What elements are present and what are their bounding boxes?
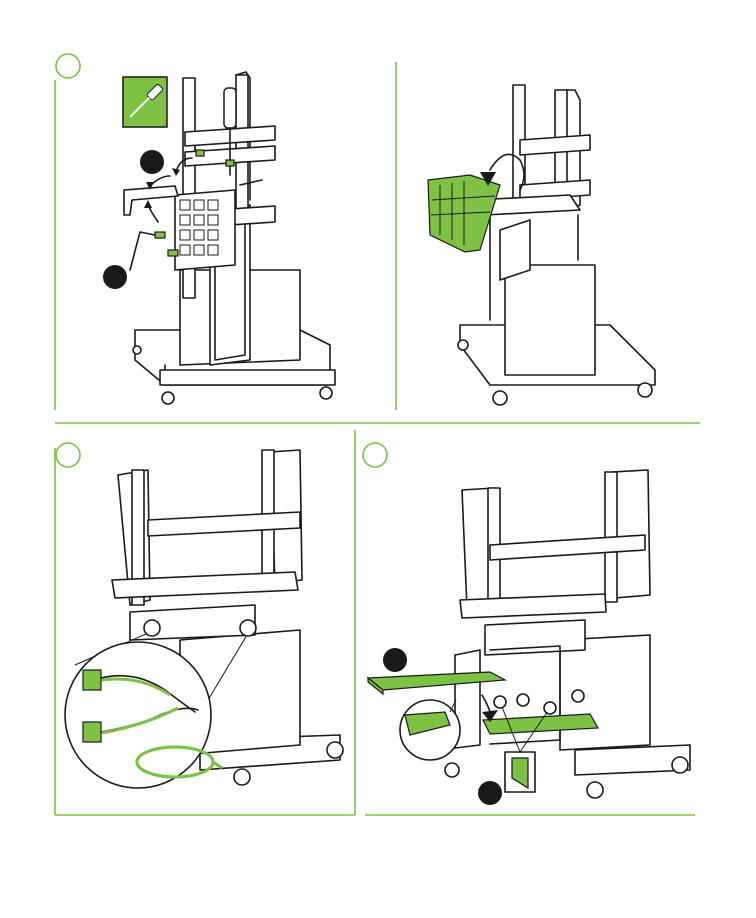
sub-marker-1a bbox=[140, 150, 164, 174]
sub-marker-4b bbox=[478, 781, 502, 805]
step-marker-1 bbox=[56, 54, 80, 78]
panel-2 bbox=[428, 85, 655, 405]
panel-1 bbox=[103, 72, 335, 404]
step-marker-3 bbox=[56, 443, 80, 467]
panel-3 bbox=[65, 450, 343, 788]
screwdriver-icon bbox=[123, 77, 167, 127]
panel-4 bbox=[368, 470, 690, 805]
sub-marker-1b bbox=[103, 265, 127, 289]
step-marker-4 bbox=[363, 443, 387, 467]
sub-marker-4a bbox=[383, 648, 407, 672]
